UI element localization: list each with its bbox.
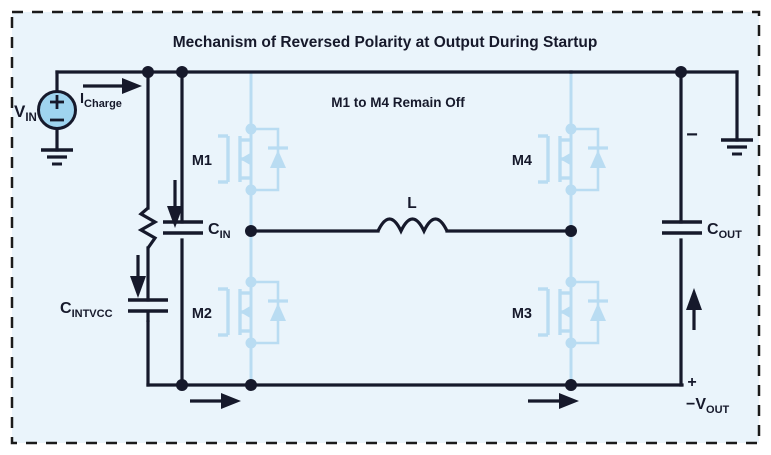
label-cin-main: C (208, 221, 220, 238)
mosfet-m1: M1 (192, 72, 288, 231)
capacitor-cintvcc (128, 298, 168, 322)
voltage-source-vin (37, 90, 77, 130)
label-cintvcc-sub2: CC (97, 308, 113, 320)
arrow-icharge-top (83, 78, 142, 94)
label-cin: CIN (208, 221, 231, 241)
label-cintvcc: CINTVCC (60, 300, 113, 320)
label-vin-sub: IN (25, 112, 37, 124)
current-arrows (83, 78, 702, 409)
mosfet-m2-label: M2 (192, 306, 212, 322)
ground-output (721, 138, 753, 156)
figure-note: M1 to M4 Remain Off (331, 95, 465, 110)
label-cout-main: C (707, 221, 719, 238)
arrow-cintvcc-down (130, 255, 146, 298)
resistor-r1 (137, 206, 159, 249)
label-output-minus: − (686, 124, 698, 146)
mosfet-m1-label: M1 (192, 153, 212, 169)
label-vout-main: −V (686, 396, 706, 413)
label-cout-sub: OUT (719, 229, 743, 241)
text-labels: VIN ICharge CIN CINTVCC COUT L − (14, 91, 742, 416)
label-cout: COUT (707, 221, 742, 241)
capacitor-cout (662, 220, 702, 235)
inductor-l (376, 217, 449, 235)
mosfet-m4: M4 (512, 72, 608, 231)
ground-input (41, 148, 73, 166)
node-vin-r (142, 66, 154, 78)
mosfet-m2: M2 (192, 231, 288, 385)
label-icharge-main: I (80, 91, 84, 107)
node-sw-right (565, 225, 577, 237)
mosfet-m3: M3 (512, 231, 608, 385)
label-inductor: L (407, 195, 416, 212)
figure-title: Mechanism of Reversed Polarity at Output… (173, 34, 598, 51)
label-vout: −VOUT (686, 396, 730, 416)
arrow-cout-up (686, 288, 702, 330)
arrow-bottom-right (528, 393, 579, 409)
label-cin-sub: IN (220, 229, 231, 241)
diagram-background (10, 10, 761, 445)
label-vout-sub: OUT (706, 404, 730, 416)
node-bottom-m3 (565, 379, 577, 391)
label-vin: VIN (14, 102, 37, 124)
label-cintvcc-main: C (60, 300, 72, 317)
label-icharge-sub: Charge (84, 98, 122, 110)
arrow-cin-down (167, 180, 183, 228)
capacitor-cin (163, 220, 203, 235)
mosfet-m4-label: M4 (512, 153, 532, 169)
label-vin-main: V (14, 102, 26, 121)
label-output-plus: + (687, 374, 696, 391)
mosfet-group-off: M1 M2 (192, 72, 608, 385)
node-bottom-m2 (245, 379, 257, 391)
label-cintvcc-sub: INTV (72, 308, 98, 320)
node-vin-cin (176, 66, 188, 78)
node-bottom-cin (176, 379, 188, 391)
arrow-bottom-left (190, 393, 241, 409)
node-sw-left (245, 225, 257, 237)
node-cout-top (675, 66, 687, 78)
label-icharge: ICharge (80, 91, 122, 110)
junction-dots (142, 66, 687, 391)
mosfet-m3-label: M3 (512, 306, 532, 322)
